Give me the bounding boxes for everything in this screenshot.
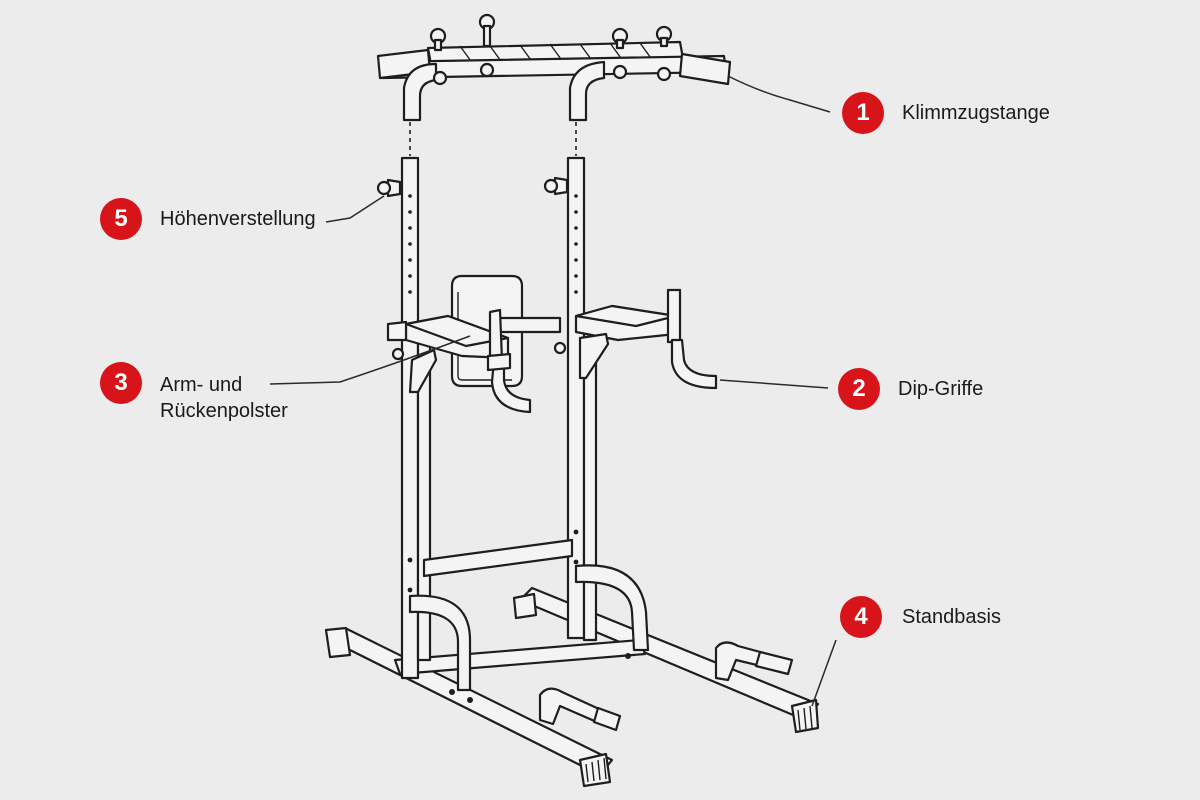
pull-up-bar	[376, 13, 732, 156]
callout-number-badge: 3	[100, 362, 142, 404]
callout-number-badge: 1	[842, 92, 884, 134]
callout-number-badge: 4	[840, 596, 882, 638]
arm-pads-dip-grips	[386, 274, 718, 414]
callout-number-badge: 2	[838, 368, 880, 410]
callout-pull-up-bar: 1 Klimmzugstange	[842, 92, 1050, 134]
callout-label-line1: Arm- und	[160, 374, 243, 396]
callout-stand-base: 4 Standbasis	[840, 596, 1001, 638]
callout-label: Klimmzugstange	[902, 102, 1050, 124]
leader-lines	[269, 75, 837, 707]
callout-arm-back-pads: 3 Arm- und Rückenpolster	[100, 362, 288, 424]
callout-label-line2: Rückenpolster	[160, 400, 288, 422]
callout-label: Dip-Griffe	[898, 378, 984, 400]
callout-height-adjustment: 5 Höhenverstellung	[100, 198, 316, 240]
callout-label: Standbasis	[902, 606, 1001, 628]
callout-dip-grips: 2 Dip-Griffe	[838, 368, 983, 410]
callout-label: Höhenverstellung	[160, 208, 316, 230]
callout-label-group: Arm- und Rückenpolster	[160, 372, 288, 424]
callout-number-badge: 5	[100, 198, 142, 240]
upright-frame	[376, 156, 650, 692]
